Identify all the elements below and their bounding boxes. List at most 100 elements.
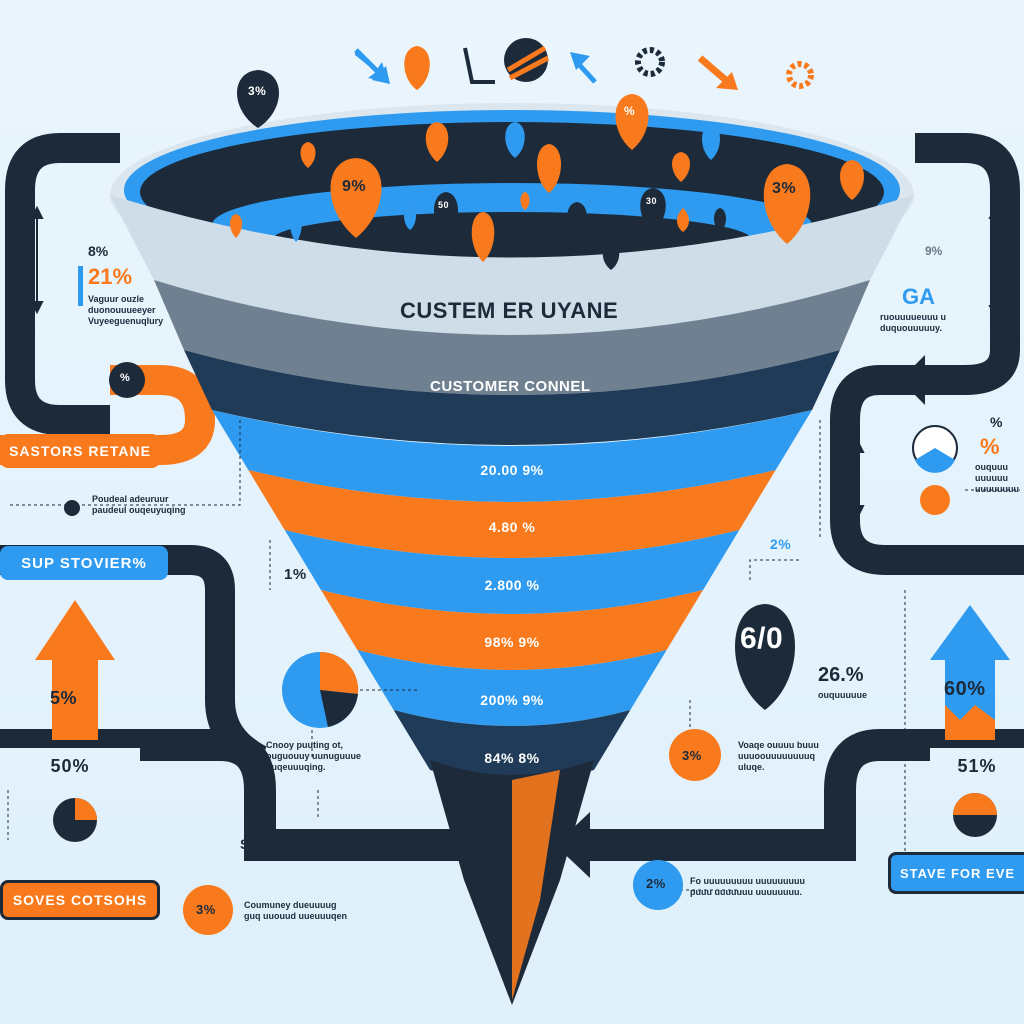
left-bottom-pct: 3% bbox=[196, 902, 216, 917]
pin-blue-small-2 bbox=[404, 204, 416, 230]
orange-circle-left bbox=[183, 885, 233, 935]
guide-1 bbox=[10, 420, 241, 506]
funnel-band-1 bbox=[212, 410, 812, 502]
pin-left-loop bbox=[109, 362, 145, 398]
left-retain-note: Poudeal adeuruur paudeul ouqeuyuqing bbox=[92, 494, 186, 515]
left-retain-track bbox=[0, 365, 216, 465]
pin-orange-4 bbox=[537, 144, 561, 193]
right-double-arrow-down bbox=[988, 305, 1002, 319]
left-stat-note: Vaguur ouzle duonouuueeyer Vuyeeguenuqlu… bbox=[88, 294, 164, 326]
right-sales-label: SALES CUNSMERS bbox=[888, 554, 1024, 569]
left-stat-top: 8% bbox=[88, 243, 109, 259]
funnel-band-gray bbox=[154, 280, 870, 395]
left-stat-1: 1% bbox=[284, 566, 307, 583]
clock-icon bbox=[64, 500, 80, 516]
funnel-spout bbox=[430, 760, 594, 1005]
right-pct-orange: % bbox=[980, 434, 1000, 459]
pie-right-bottom-slice bbox=[953, 793, 997, 815]
right-mid-double-arrow-up bbox=[851, 439, 865, 453]
right-sales-track bbox=[830, 365, 1024, 575]
left-pin-percent: % bbox=[120, 372, 131, 384]
funnel-band-label-5: 200% 9% bbox=[480, 692, 544, 708]
left-stat-bar bbox=[78, 266, 83, 306]
funnel-band-label-1: 20.00 9% bbox=[480, 462, 544, 478]
funnel-band-slate bbox=[184, 350, 840, 445]
left-stat-orange: 21% bbox=[88, 264, 133, 289]
pin-blue-1 bbox=[505, 122, 525, 158]
pie-left-bottom-slice bbox=[75, 798, 97, 820]
globe-icon-stripe bbox=[506, 45, 550, 81]
right-mid-double-arrow-down bbox=[851, 505, 865, 519]
pin-label-mid-right-big: 3% bbox=[772, 180, 797, 197]
pin-blue-2 bbox=[702, 124, 720, 160]
pin-navy-inner-2 bbox=[640, 188, 666, 232]
funnel-title: CUSTEM ER UYANE bbox=[400, 298, 619, 323]
pin-navy-inner-4 bbox=[602, 242, 620, 270]
pin-label-top-right: % bbox=[624, 104, 636, 118]
right-dropoff-arrowhead bbox=[555, 812, 590, 878]
funnel-band-gray-top bbox=[110, 195, 914, 335]
pin-label-top-left: 3% bbox=[248, 84, 267, 98]
funnel-band-3 bbox=[284, 530, 740, 614]
right-stat-top: 9% bbox=[925, 244, 943, 258]
pin-orange-mid-right-big bbox=[763, 164, 811, 244]
right-double-arrow-up bbox=[988, 205, 1002, 219]
orange-circle-right bbox=[669, 729, 721, 781]
left-retain-label: SASTORS RETANE bbox=[0, 434, 160, 468]
right-ga: GA bbox=[902, 284, 935, 309]
right-loop-track bbox=[905, 133, 1020, 395]
pin-orange-mid-left-big bbox=[330, 158, 382, 238]
orange-dot-right bbox=[920, 485, 950, 515]
map-pins bbox=[159, 46, 864, 710]
funnel-band-label-3: 2.800 % bbox=[484, 577, 540, 593]
left-mid-double-arrow-down bbox=[205, 695, 219, 709]
funnel-spout-orange bbox=[512, 770, 560, 1000]
right-ga-note: ruouuuueuuu u duquouuuuuy. bbox=[880, 312, 946, 333]
arrow-down-right-orange-head bbox=[716, 72, 738, 90]
pie-left-mid-slice2 bbox=[320, 690, 358, 727]
funnel-band-4 bbox=[321, 590, 703, 670]
pin-label-inner-1: 50 bbox=[438, 200, 450, 210]
guide-7 bbox=[749, 559, 800, 580]
pin-orange-drop bbox=[677, 208, 689, 232]
right-stat-51: 51% bbox=[930, 748, 1024, 784]
arrow-right-text: LEOP OFF bbox=[680, 836, 758, 852]
right-mid-note: Voaqe ouuuu buuu uuuoouuuuuuuuq uluqe. bbox=[738, 740, 819, 772]
pin-blue-small-3 bbox=[714, 208, 726, 232]
right-bottom-track bbox=[580, 729, 1024, 861]
left-mid-double-arrow-up bbox=[205, 633, 219, 647]
left-bottom-track bbox=[0, 729, 480, 861]
pin-orange-3 bbox=[300, 142, 316, 168]
arrow-down-right-orange bbox=[697, 55, 731, 85]
pin-orange-right bbox=[840, 160, 864, 200]
right-pct-small: % bbox=[990, 414, 1003, 430]
right-stat-26: 26.% bbox=[818, 664, 864, 686]
arrow-left-text: SALES CONVERSTION bbox=[240, 836, 411, 852]
pin-big-right-bottom bbox=[735, 604, 795, 710]
right-arrow-percent: 60% bbox=[944, 678, 986, 700]
left-loop-track bbox=[5, 133, 120, 435]
funnel-subtitle: CUSTOMER CONNEL bbox=[430, 378, 591, 395]
right-pct-note: ouquuu uuuuuu uuuuuuuu bbox=[975, 462, 1019, 494]
left-double-arrow-down bbox=[30, 301, 44, 315]
funnel-band-5 bbox=[357, 650, 667, 726]
pin-navy-inner-3 bbox=[567, 202, 587, 238]
left-arrow-percent: 5% bbox=[50, 688, 78, 708]
right-bottom-pct: 2% bbox=[646, 876, 666, 891]
pin-orange-small bbox=[230, 214, 242, 238]
funnel-bands bbox=[212, 410, 812, 782]
slash-icon bbox=[463, 47, 495, 84]
right-loop-arrowhead bbox=[900, 355, 925, 405]
pin-orange-2 bbox=[425, 122, 449, 162]
pin-top-left bbox=[237, 70, 279, 128]
left-up-arrow bbox=[35, 600, 115, 740]
top-icons bbox=[354, 38, 814, 90]
right-up-arrow-base bbox=[945, 705, 995, 740]
pin-label-inner-2: 30 bbox=[646, 196, 658, 206]
pin-orange-top bbox=[404, 46, 430, 90]
funnel-band-label-6: 84% 8% bbox=[484, 750, 540, 766]
arrow-up-left-head bbox=[570, 52, 590, 70]
left-double-arrow-up bbox=[30, 205, 44, 219]
pin-navy-small-2 bbox=[233, 174, 247, 198]
